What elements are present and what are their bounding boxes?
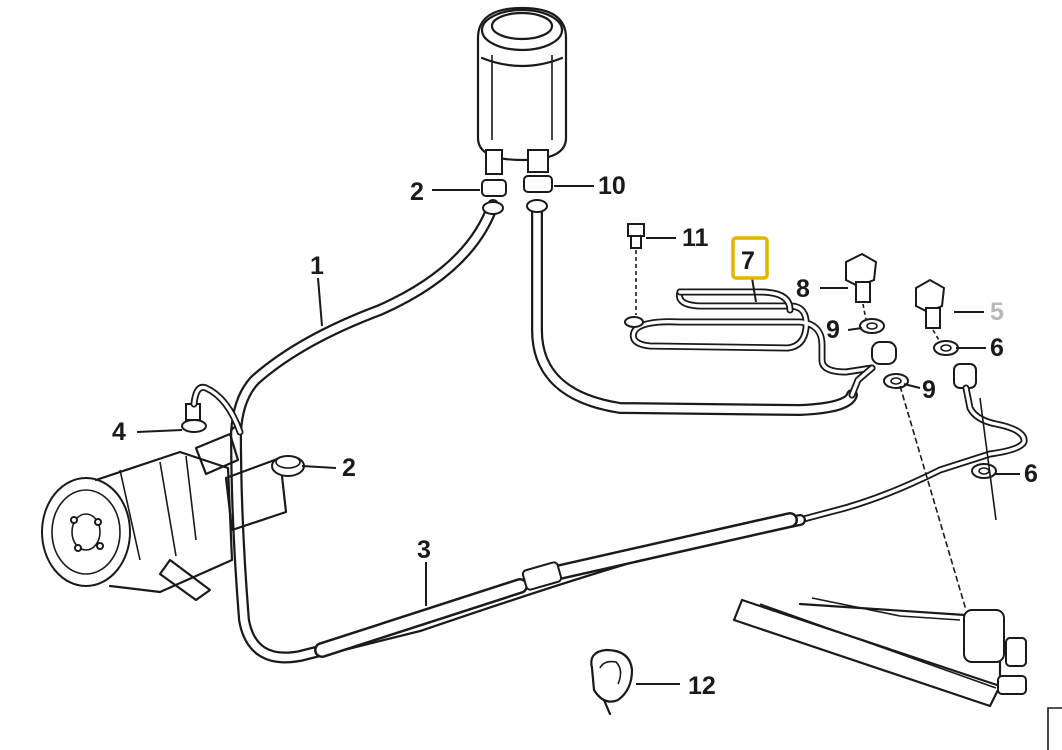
callout-8: 8 <box>796 275 810 303</box>
callout-5: 5 <box>990 298 1004 326</box>
callout-6-top: 6 <box>990 334 1004 362</box>
callout-9-top: 9 <box>826 316 840 344</box>
power-steering-pump <box>41 383 288 602</box>
bolt-11 <box>627 223 645 315</box>
callout-2-top: 2 <box>410 178 424 206</box>
hose-clamp-10 <box>523 175 553 213</box>
corner-fragment <box>1047 707 1062 750</box>
fitting-cooler-end <box>871 341 897 365</box>
callout-6-bottom: 6 <box>1024 460 1038 488</box>
highlight-box-7 <box>731 236 769 280</box>
cooler-pipe-7 <box>624 288 876 399</box>
washer-9-mid <box>883 373 909 389</box>
steering-rack <box>732 385 1027 708</box>
callout-1: 1 <box>310 252 324 280</box>
callout-2-mid: 2 <box>342 454 356 482</box>
return-hose <box>531 199 858 416</box>
washer-6-top <box>933 340 959 356</box>
banjo-bolt-5 <box>915 278 946 343</box>
leader-lines <box>136 185 1020 685</box>
fluid-reservoir <box>476 6 568 175</box>
callout-10: 10 <box>598 172 626 200</box>
callout-4: 4 <box>112 418 126 446</box>
callout-12: 12 <box>688 672 716 700</box>
hose-clamp-2-mid <box>271 455 305 477</box>
callout-7: 7 <box>741 247 755 275</box>
banjo-bolt-8 <box>845 252 878 321</box>
callout-11: 11 <box>682 224 709 252</box>
pressure-hose-3 <box>230 426 806 664</box>
washer-9-top <box>859 318 885 334</box>
washer-6-bottom <box>971 463 997 479</box>
hose-1 <box>230 199 499 438</box>
pressure-line-fitting <box>796 363 1028 524</box>
hose-clamp-2-top <box>481 179 507 215</box>
callout-3: 3 <box>417 536 431 564</box>
callout-9-mid: 9 <box>922 376 936 404</box>
hose-clip-12 <box>590 648 634 716</box>
